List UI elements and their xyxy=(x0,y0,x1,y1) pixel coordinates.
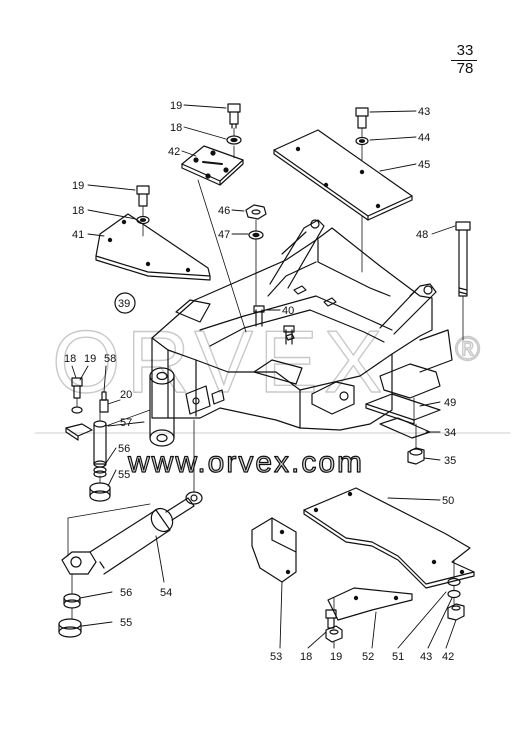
watermark-url: www.orvex.com xyxy=(127,446,364,479)
callout-labels: 19 18 42 43 44 45 19 18 41 46 47 48 39 4… xyxy=(64,100,456,663)
callout-47: 47 xyxy=(218,229,230,241)
callout-18-small: 18 xyxy=(64,353,76,365)
callout-49: 49 xyxy=(444,397,456,409)
callout-34: 34 xyxy=(444,427,456,439)
long-bolt-48 xyxy=(455,221,471,297)
block-small xyxy=(65,423,93,441)
cover-plate-45 xyxy=(273,129,413,221)
callout-19-bottom: 19 xyxy=(330,651,342,663)
callout-19-small: 19 xyxy=(84,353,96,365)
callout-42-bottom: 42 xyxy=(442,651,454,663)
bracket-41 xyxy=(95,213,211,281)
bushing-55-bottom xyxy=(58,618,82,638)
washer-18-top xyxy=(226,135,242,145)
pin-57 xyxy=(93,420,107,468)
nut-46 xyxy=(245,204,267,220)
callout-19-left: 19 xyxy=(72,180,84,192)
washer-47 xyxy=(248,230,264,240)
assembly-lines xyxy=(67,127,464,620)
callout-42: 42 xyxy=(168,146,180,158)
washer-18-left xyxy=(136,215,150,225)
watermark-registered: ® xyxy=(455,330,486,368)
bushing-56-small xyxy=(93,466,107,478)
plate-42 xyxy=(181,145,244,186)
bolt-19-left xyxy=(136,185,150,207)
reference-39 xyxy=(114,292,136,314)
bushing-55-small xyxy=(89,482,111,502)
bolt-43-top xyxy=(355,107,369,129)
leader-lines xyxy=(71,104,457,649)
callout-46: 46 xyxy=(218,205,230,217)
callout-20: 20 xyxy=(120,389,132,401)
callout-18-top: 18 xyxy=(170,122,182,134)
callout-56-bottom: 56 xyxy=(120,587,132,599)
plate-53 xyxy=(251,517,297,583)
nut-19-bottom xyxy=(325,625,343,643)
nut-35 xyxy=(407,447,425,465)
page-number-rule xyxy=(451,60,477,61)
callout-51: 51 xyxy=(392,651,404,663)
bar-34 xyxy=(379,417,431,439)
cylinder-54 xyxy=(61,491,203,575)
grease-nipple-58 xyxy=(99,391,109,413)
bolt-19-top xyxy=(227,103,241,129)
callout-54: 54 xyxy=(160,587,172,599)
callout-55-bottom: 55 xyxy=(120,617,132,629)
callout-43: 43 xyxy=(418,106,430,118)
callout-40: 40 xyxy=(282,305,294,317)
callout-55-small: 55 xyxy=(118,469,130,481)
page-total: 78 xyxy=(456,60,474,77)
callout-43-bottom: 43 xyxy=(420,651,432,663)
callout-50: 50 xyxy=(442,495,454,507)
callout-56-small: 56 xyxy=(118,443,130,455)
main-frame xyxy=(149,219,453,447)
callout-41: 41 xyxy=(72,229,84,241)
plate-52 xyxy=(327,587,413,621)
callout-57: 57 xyxy=(120,417,132,429)
washer-44 xyxy=(355,136,369,146)
watermark: ORVEX ® www.orvex.com xyxy=(34,311,511,480)
callout-58: 58 xyxy=(104,353,116,365)
washer-18-small xyxy=(71,406,83,414)
nut-42-bottom xyxy=(447,603,465,621)
callout-35: 35 xyxy=(444,455,456,467)
studs-40 xyxy=(253,305,295,345)
callout-44: 44 xyxy=(418,132,430,144)
callout-45: 45 xyxy=(418,159,430,171)
watermark-logo: ORVEX xyxy=(52,312,389,411)
callout-52: 52 xyxy=(362,651,374,663)
callout-39: 39 xyxy=(118,298,130,310)
callout-18-bottom: 18 xyxy=(300,651,312,663)
page-number: 33 xyxy=(456,42,474,59)
callout-48: 48 xyxy=(416,229,428,241)
washer-43-bottom xyxy=(447,577,461,599)
callout-53: 53 xyxy=(270,651,282,663)
bushing-56-bottom xyxy=(63,593,81,609)
plate-50 xyxy=(303,487,475,589)
callout-18-left: 18 xyxy=(72,205,84,217)
callout-19-top: 19 xyxy=(170,100,182,112)
